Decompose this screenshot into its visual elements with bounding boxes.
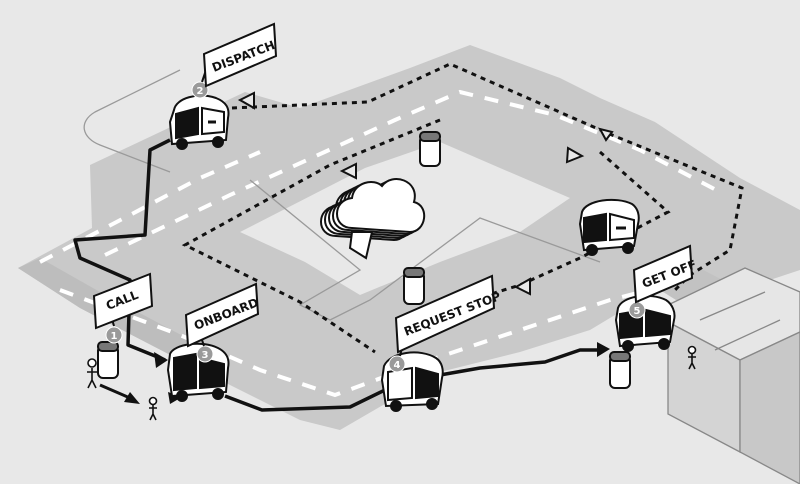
passengers <box>87 345 697 421</box>
guide-line-left <box>83 69 181 173</box>
step-badge-1: 1 <box>105 326 123 344</box>
route-outer-loop <box>231 62 744 292</box>
step-number: 2 <box>197 86 204 97</box>
cloud-server-icon <box>320 178 425 260</box>
walk-arrow-icon <box>124 392 140 404</box>
route-arrow-icon <box>237 91 255 110</box>
step-signs: CALL DISPATCH ONBOARD REQUEST STOP GET O… <box>92 22 698 357</box>
route-arrows <box>237 91 614 296</box>
shuttle-vehicles <box>166 94 676 412</box>
cloud-tail <box>348 231 374 260</box>
step-number: 5 <box>634 306 641 317</box>
stop-post <box>609 351 631 389</box>
step-number: 1 <box>111 331 118 342</box>
lane-line-left <box>39 150 261 264</box>
trip-path <box>73 138 605 412</box>
exit-path <box>439 348 605 377</box>
sign-dispatch: DISPATCH <box>201 22 278 88</box>
route-arrow-icon <box>513 277 531 296</box>
stop-post <box>403 267 425 305</box>
cloud-front <box>336 178 425 234</box>
shuttle-onboard <box>166 342 230 402</box>
sign-get-off: GET OFF <box>632 244 698 304</box>
building-side <box>739 331 800 484</box>
step-number: 4 <box>394 360 401 371</box>
walk-arrow-line <box>99 383 131 400</box>
step-badge-4: 4 <box>388 355 406 373</box>
stop-post <box>419 131 441 167</box>
person-icon <box>687 345 697 370</box>
route-arrow-icon <box>339 162 357 180</box>
person-icon <box>148 396 158 421</box>
arrow-icon <box>597 342 610 357</box>
stop-posts <box>97 131 631 389</box>
step-badge-2: 2 <box>191 81 209 99</box>
route-inner-loop <box>471 150 671 302</box>
stop-post <box>97 341 119 379</box>
step-badge-5: 5 <box>628 301 646 319</box>
step-badges: 1 2 3 4 5 <box>105 81 646 373</box>
guide-line-middle <box>249 179 601 321</box>
destination-building <box>667 267 800 484</box>
guide-lines <box>83 69 601 321</box>
shuttle-roaming <box>578 198 640 256</box>
lane-line-upper <box>104 89 721 257</box>
shuttle-get-off <box>614 294 676 352</box>
trip-arrows <box>154 342 610 368</box>
route-arrow-icon <box>565 146 585 164</box>
person-icon <box>87 358 97 389</box>
route-dotted <box>181 62 744 354</box>
dispatch-path <box>73 138 171 362</box>
sign-call: CALL <box>92 272 154 330</box>
step-badge-3: 3 <box>196 345 214 363</box>
step-number: 3 <box>202 350 209 361</box>
route-inner-left <box>181 118 441 354</box>
arrow-icon <box>154 352 168 368</box>
route-arrow-icon <box>598 127 614 142</box>
building-edge <box>699 291 781 351</box>
shuttle-dispatch <box>168 94 230 150</box>
ride-path <box>224 388 386 412</box>
